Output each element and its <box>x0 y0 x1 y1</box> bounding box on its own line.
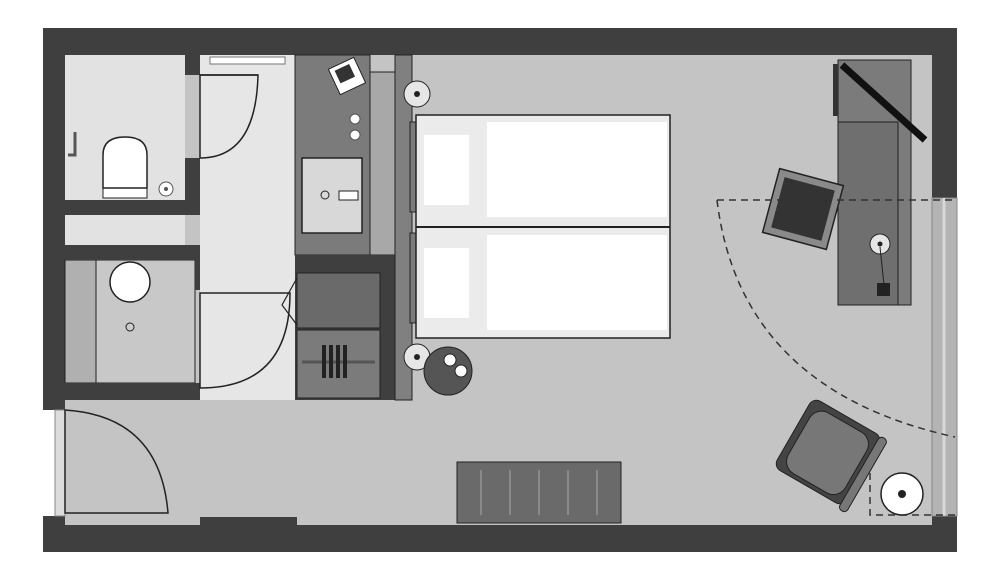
pillow <box>424 248 469 318</box>
grab-bar <box>68 132 77 157</box>
interior-wall <box>185 158 200 200</box>
toilet-tank <box>102 187 148 199</box>
drain-icon <box>125 322 135 332</box>
toilet-bowl <box>102 136 148 189</box>
entrance-door[interactable] <box>64 409 169 514</box>
interior-wall <box>195 260 200 290</box>
tv <box>839 62 928 143</box>
side-table <box>423 346 473 396</box>
shelf <box>65 215 185 245</box>
interior-wall <box>65 245 200 260</box>
toilet-door[interactable] <box>199 74 259 159</box>
pillow <box>424 135 469 205</box>
armchair <box>775 399 887 513</box>
desk-chair <box>761 167 845 251</box>
shower-head-icon <box>109 261 151 303</box>
interior-wall <box>185 55 200 75</box>
interior-wall <box>65 200 200 215</box>
shower-door[interactable] <box>199 292 291 389</box>
sink-drain-icon <box>320 190 330 200</box>
window-door-swing <box>716 199 956 438</box>
interior-wall <box>200 517 297 525</box>
interior-wall <box>43 383 200 400</box>
luggage-shelf <box>296 272 381 329</box>
headboard <box>394 54 413 401</box>
